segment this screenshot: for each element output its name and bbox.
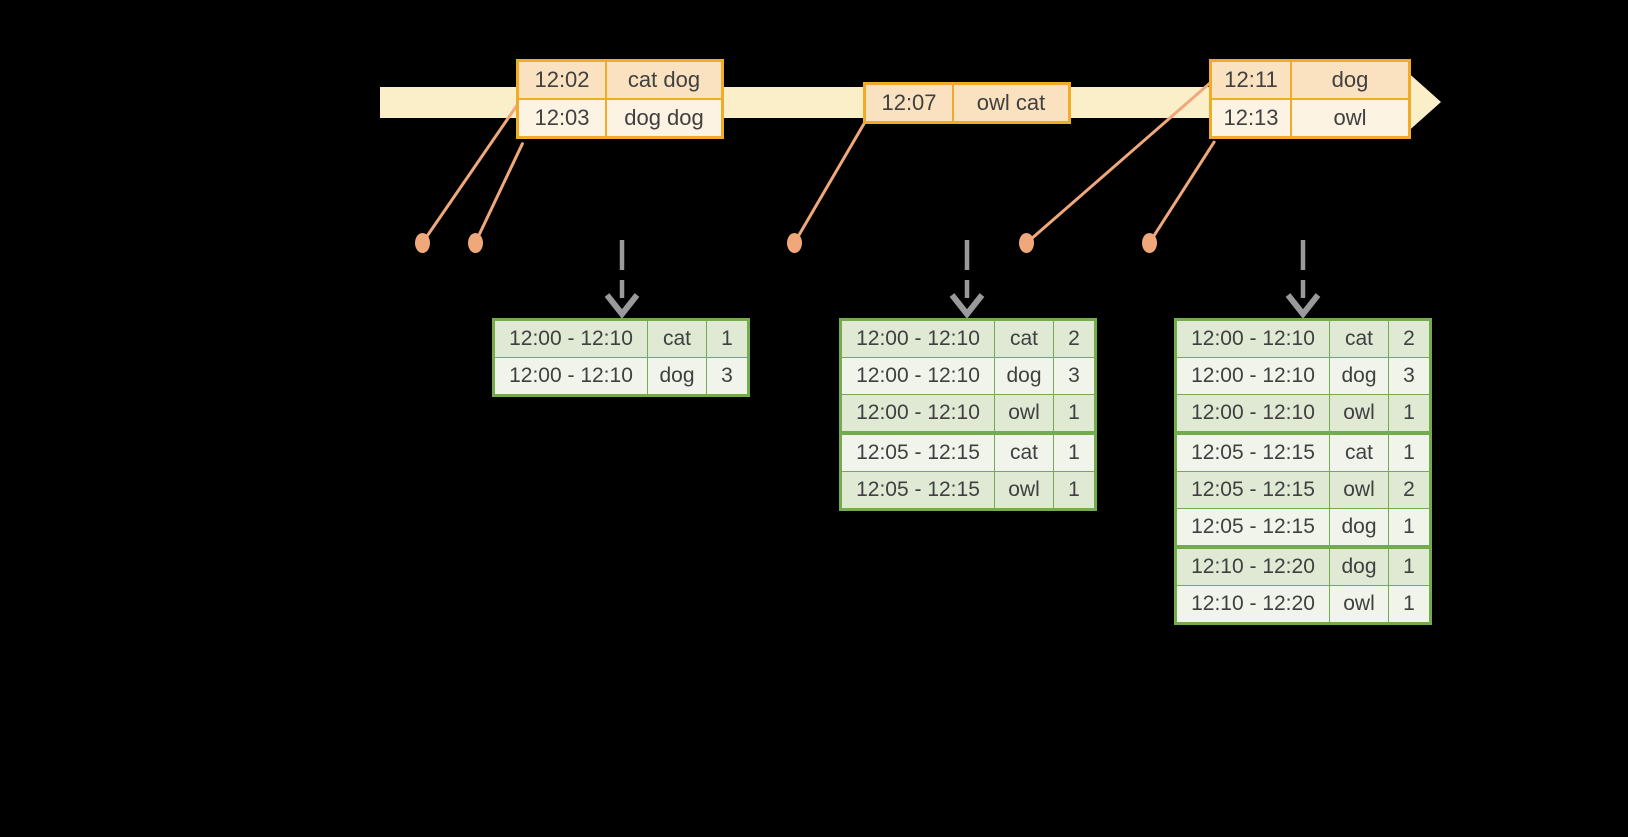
- result-count-cell: 1: [1389, 395, 1429, 431]
- result-window-cell: 12:00 - 12:10: [842, 358, 994, 394]
- result-count-cell: 2: [1389, 472, 1429, 508]
- result-word-cell: cat: [995, 321, 1053, 357]
- result-word-cell: dog: [1330, 549, 1388, 585]
- result-word-cell: owl: [995, 472, 1053, 508]
- result-count-cell: 1: [1389, 586, 1429, 622]
- event-time-cell: 12:03: [519, 100, 605, 136]
- result-word-cell: dog: [1330, 358, 1388, 394]
- result-word-cell: dog: [1330, 509, 1388, 545]
- result-window-cell: 12:05 - 12:15: [1177, 509, 1329, 545]
- result-word-cell: cat: [1330, 321, 1388, 357]
- event-words-cell: dog: [1292, 62, 1408, 98]
- trigger-arrow-icon: [1285, 240, 1321, 319]
- connector-line: [792, 117, 869, 244]
- result-window-cell: 12:05 - 12:15: [842, 472, 994, 508]
- event-marker-dot: [1018, 233, 1034, 253]
- connector-line: [1147, 139, 1217, 244]
- result-count-cell: 1: [1054, 472, 1094, 508]
- result-window-cell: 12:05 - 12:15: [1177, 435, 1329, 471]
- result-word-cell: owl: [995, 395, 1053, 431]
- event-marker-dot: [1141, 233, 1157, 253]
- event-marker-dot: [786, 233, 802, 253]
- result-window-cell: 12:00 - 12:10: [1177, 358, 1329, 394]
- result-window-cell: 12:10 - 12:20: [1177, 586, 1329, 622]
- event-words-cell: dog dog: [607, 100, 721, 136]
- result-count-cell: 2: [1054, 321, 1094, 357]
- result-window-cell: 12:00 - 12:10: [495, 358, 647, 394]
- result-word-cell: cat: [1330, 435, 1388, 471]
- result-word-cell: owl: [1330, 395, 1388, 431]
- event-marker-dot: [414, 233, 430, 253]
- result-count-cell: 1: [1389, 435, 1429, 471]
- result-window-cell: 12:00 - 12:10: [1177, 395, 1329, 431]
- event-time-cell: 12:02: [519, 62, 605, 98]
- result-count-cell: 3: [707, 358, 747, 394]
- connector-line: [420, 101, 521, 244]
- event-time-cell: 12:13: [1212, 100, 1290, 136]
- result-word-cell: dog: [995, 358, 1053, 394]
- result-word-cell: dog: [648, 358, 706, 394]
- event-words-cell: owl cat: [954, 85, 1068, 121]
- result-count-cell: 1: [1389, 509, 1429, 545]
- result-word-cell: owl: [1330, 472, 1388, 508]
- result-count-cell: 1: [1054, 395, 1094, 431]
- result-window-cell: 12:00 - 12:10: [842, 321, 994, 357]
- trigger-arrow-icon: [604, 240, 640, 319]
- event-marker-dot: [467, 233, 483, 253]
- result-window-cell: 12:05 - 12:15: [842, 435, 994, 471]
- result-count-cell: 1: [1054, 435, 1094, 471]
- result-window-cell: 12:05 - 12:15: [1177, 472, 1329, 508]
- result-word-cell: owl: [1330, 586, 1388, 622]
- event-words-cell: cat dog: [607, 62, 721, 98]
- event-time-cell: 12:11: [1212, 62, 1290, 98]
- result-word-cell: cat: [995, 435, 1053, 471]
- result-count-cell: 1: [707, 321, 747, 357]
- result-count-cell: 1: [1389, 549, 1429, 585]
- event-time-cell: 12:07: [866, 85, 952, 121]
- trigger-arrow-icon: [949, 240, 985, 319]
- result-window-cell: 12:00 - 12:10: [842, 395, 994, 431]
- result-word-cell: cat: [648, 321, 706, 357]
- result-window-cell: 12:00 - 12:10: [1177, 321, 1329, 357]
- result-window-cell: 12:00 - 12:10: [495, 321, 647, 357]
- event-words-cell: owl: [1292, 100, 1408, 136]
- result-count-cell: 3: [1389, 358, 1429, 394]
- result-count-cell: 2: [1389, 321, 1429, 357]
- result-window-cell: 12:10 - 12:20: [1177, 549, 1329, 585]
- result-count-cell: 3: [1054, 358, 1094, 394]
